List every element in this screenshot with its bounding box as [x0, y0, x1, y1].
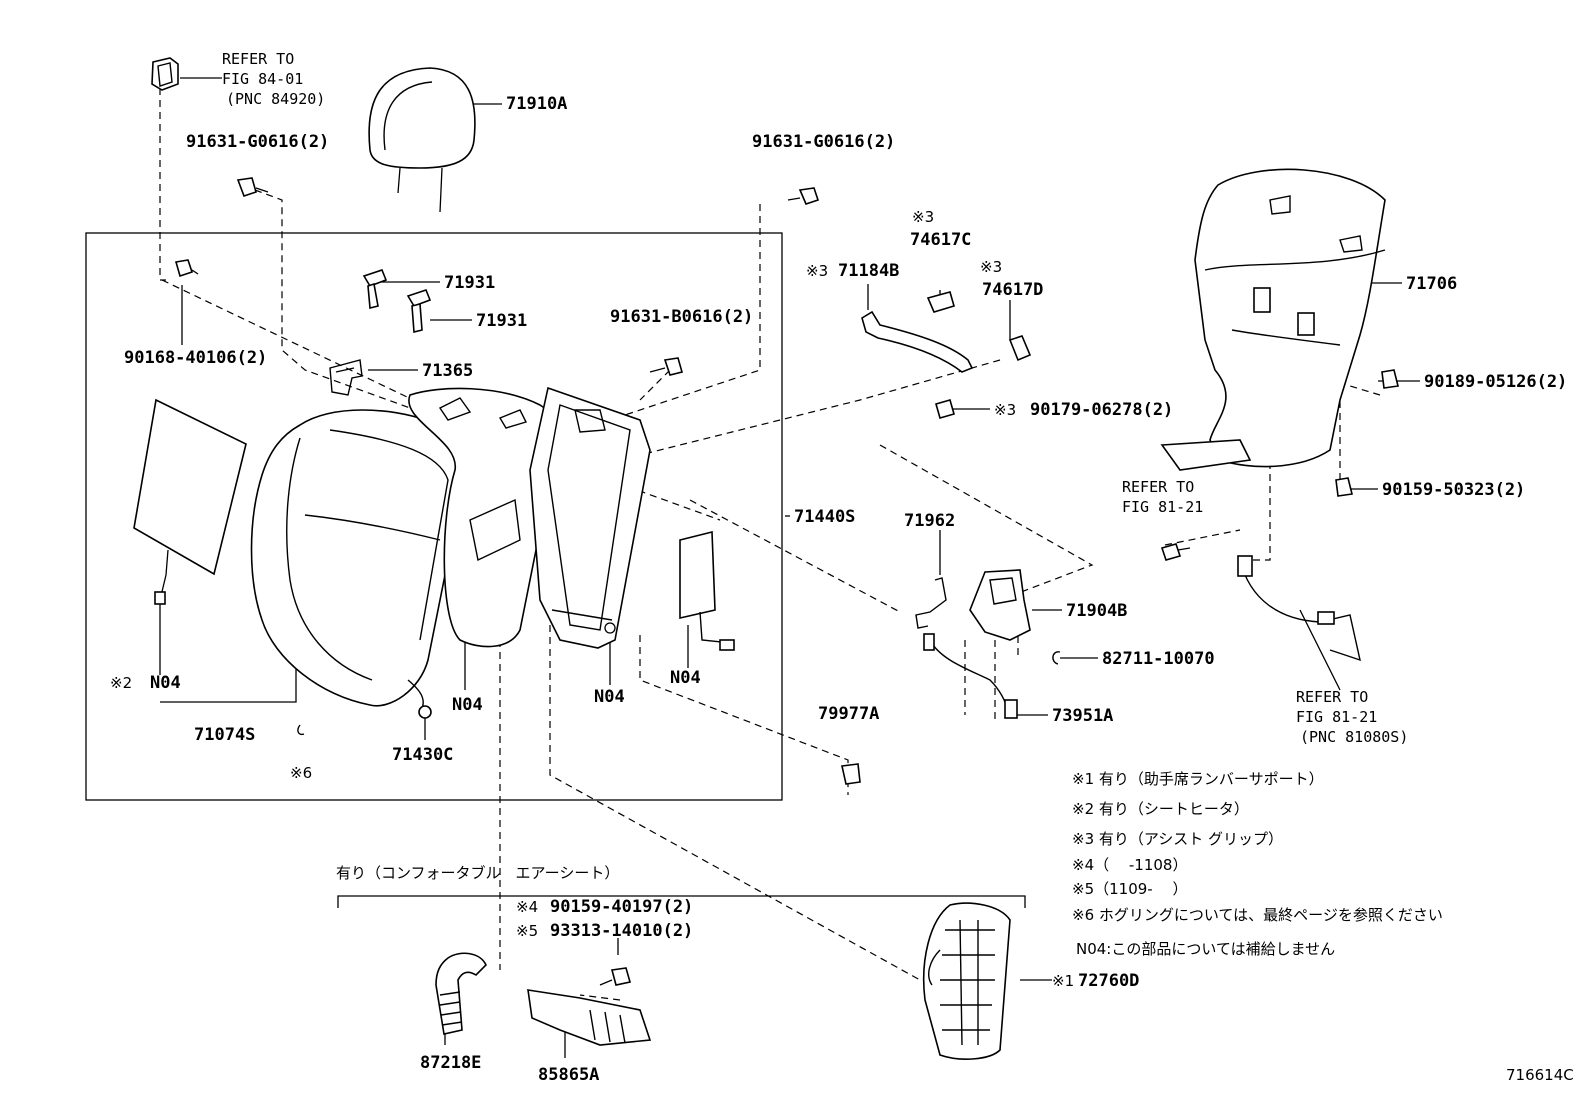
seat-heater-pad [133, 398, 247, 605]
label-90159-40197: 90159-40197(2) [550, 897, 693, 917]
label-refer-low-pnc: (PNC 81080S) [1300, 728, 1408, 746]
label-90189-05126: 90189-05126(2) [1424, 372, 1567, 392]
label-82711-10070: 82711-10070 [1102, 649, 1215, 669]
label-71184B: 71184B [838, 261, 899, 281]
part-labels: REFER TO FIG 84-01 (PNC 84920) 71910A 91… [110, 50, 1574, 1085]
screw-ref-81-21 [1160, 543, 1191, 561]
label-91631-G0616-right: 91631-G0616(2) [752, 132, 895, 152]
label-mark4: ※4 [516, 898, 538, 916]
label-figure-id: 716614C [1506, 1066, 1574, 1084]
label-91631-G0616-left: 91631-G0616(2) [186, 132, 329, 152]
clip-90168-40106 [174, 259, 199, 278]
label-87218E: 87218E [420, 1053, 481, 1073]
wire-ref-81-21 [1237, 555, 1361, 662]
label-comfort-air-seat: 有り（コンフォータブル エアーシート） [336, 864, 619, 882]
wire-harness-73951A [923, 633, 1018, 719]
label-mark3-a: ※3 [912, 208, 934, 226]
label-mark1: ※1 [1052, 972, 1074, 990]
note-6: ※6 ホグリングについては、最終ページを参照ください [1072, 906, 1443, 924]
solid-leaders [159, 77, 1420, 1058]
label-90159-50323: 90159-50323(2) [1382, 480, 1525, 500]
label-71962: 71962 [904, 511, 955, 531]
label-n04-c: N04 [670, 668, 701, 688]
bolt-91631-G0616-left [236, 177, 269, 198]
bolt-90159-40197 [599, 967, 632, 986]
label-mark6: ※6 [290, 764, 312, 782]
headrest-71910A [368, 67, 476, 213]
note-2: ※2 有り（シートヒータ） [1072, 800, 1249, 818]
label-n04-a: N04 [452, 695, 483, 715]
duct-85865A [527, 989, 652, 1046]
label-73951A: 73951A [1052, 706, 1113, 726]
label-93313-14010: 93313-14010(2) [550, 921, 693, 941]
clip-90179-06278 [935, 399, 955, 419]
clip-79977A [841, 763, 861, 785]
label-71931-a: 71931 [444, 273, 495, 293]
bolt-91631-G0616-right [787, 187, 820, 205]
label-72760D: 72760D [1078, 971, 1139, 991]
bracket-71962 [915, 577, 947, 629]
seatback-board-71706 [1160, 168, 1386, 471]
duct-87218E [435, 952, 487, 1035]
lumbar-motor-71904B [969, 569, 1031, 641]
bolt-91631-B0616 [649, 357, 683, 376]
footnotes: ※1 有り（助手席ランバーサポート） ※2 有り（シートヒータ） ※3 有り（ア… [1072, 770, 1443, 958]
label-mark3-d: ※3 [994, 401, 1016, 419]
label-mark2: ※2 [110, 674, 132, 692]
note-4: ※4（ -1108） [1072, 856, 1187, 874]
seatback-cover-71074S [250, 409, 467, 713]
seatback-assembly-frame [85, 232, 783, 801]
label-71440S: 71440S [794, 507, 855, 527]
label-74617C: 74617C [910, 230, 971, 250]
note-5: ※5（1109- ） [1072, 880, 1187, 898]
label-refer-mid-fig: FIG 81-21 [1122, 498, 1203, 516]
label-91631-B0616: 91631-B0616(2) [610, 307, 753, 327]
lumbar-support-72760D [922, 902, 1011, 1060]
clip-90189-05126 [1381, 369, 1399, 389]
label-refer-top-fig: FIG 84-01 [222, 70, 303, 88]
label-n04-b: N04 [594, 687, 625, 707]
label-71904B: 71904B [1066, 601, 1127, 621]
hog-ring-mark6 [297, 724, 305, 736]
label-90179-06278: 90179-06278(2) [1030, 400, 1173, 420]
clip-part-ref-84-01 [151, 57, 179, 91]
seatback-frame [529, 386, 651, 649]
label-74617D: 74617D [982, 280, 1043, 300]
label-71910A: 71910A [506, 94, 567, 114]
label-refer-low-fig: FIG 81-21 [1296, 708, 1377, 726]
seatback-pad [408, 387, 561, 648]
label-n04-heater: N04 [150, 673, 181, 693]
label-71706: 71706 [1406, 274, 1457, 294]
label-85865A: 85865A [538, 1065, 599, 1085]
note-n04: N04:この部品については補給しません [1076, 940, 1335, 958]
label-refer-mid: REFER TO [1122, 478, 1194, 496]
label-mark3-b: ※3 [806, 262, 828, 280]
label-71931-b: 71931 [476, 311, 527, 331]
grip-cover-74617D [1008, 335, 1032, 362]
label-90168-40106: 90168-40106(2) [124, 348, 267, 368]
label-refer-low: REFER TO [1296, 688, 1368, 706]
label-79977A: 79977A [818, 704, 879, 724]
hog-ring-71430C [418, 705, 432, 719]
headrest-guide-71931-a [362, 269, 388, 310]
grip-cover-74617C [926, 291, 955, 313]
label-refer-top: REFER TO [222, 50, 294, 68]
bracket-71365 [329, 359, 363, 396]
note-3: ※3 有り（アシスト グリップ） [1072, 830, 1283, 848]
label-71430C: 71430C [392, 745, 453, 765]
clip-82711-10070 [1052, 651, 1061, 665]
clip-90159-50323 [1335, 477, 1353, 497]
label-mark5: ※5 [516, 922, 538, 940]
note-1: ※1 有り（助手席ランバーサポート） [1072, 770, 1324, 788]
side-module [679, 530, 735, 651]
label-71074S: 71074S [194, 725, 255, 745]
headrest-guide-71931-b [406, 289, 432, 334]
assist-grip-71184B [861, 310, 974, 373]
label-mark3-c: ※3 [980, 258, 1002, 276]
label-71365: 71365 [422, 361, 473, 381]
label-refer-top-pnc: (PNC 84920) [226, 90, 325, 108]
